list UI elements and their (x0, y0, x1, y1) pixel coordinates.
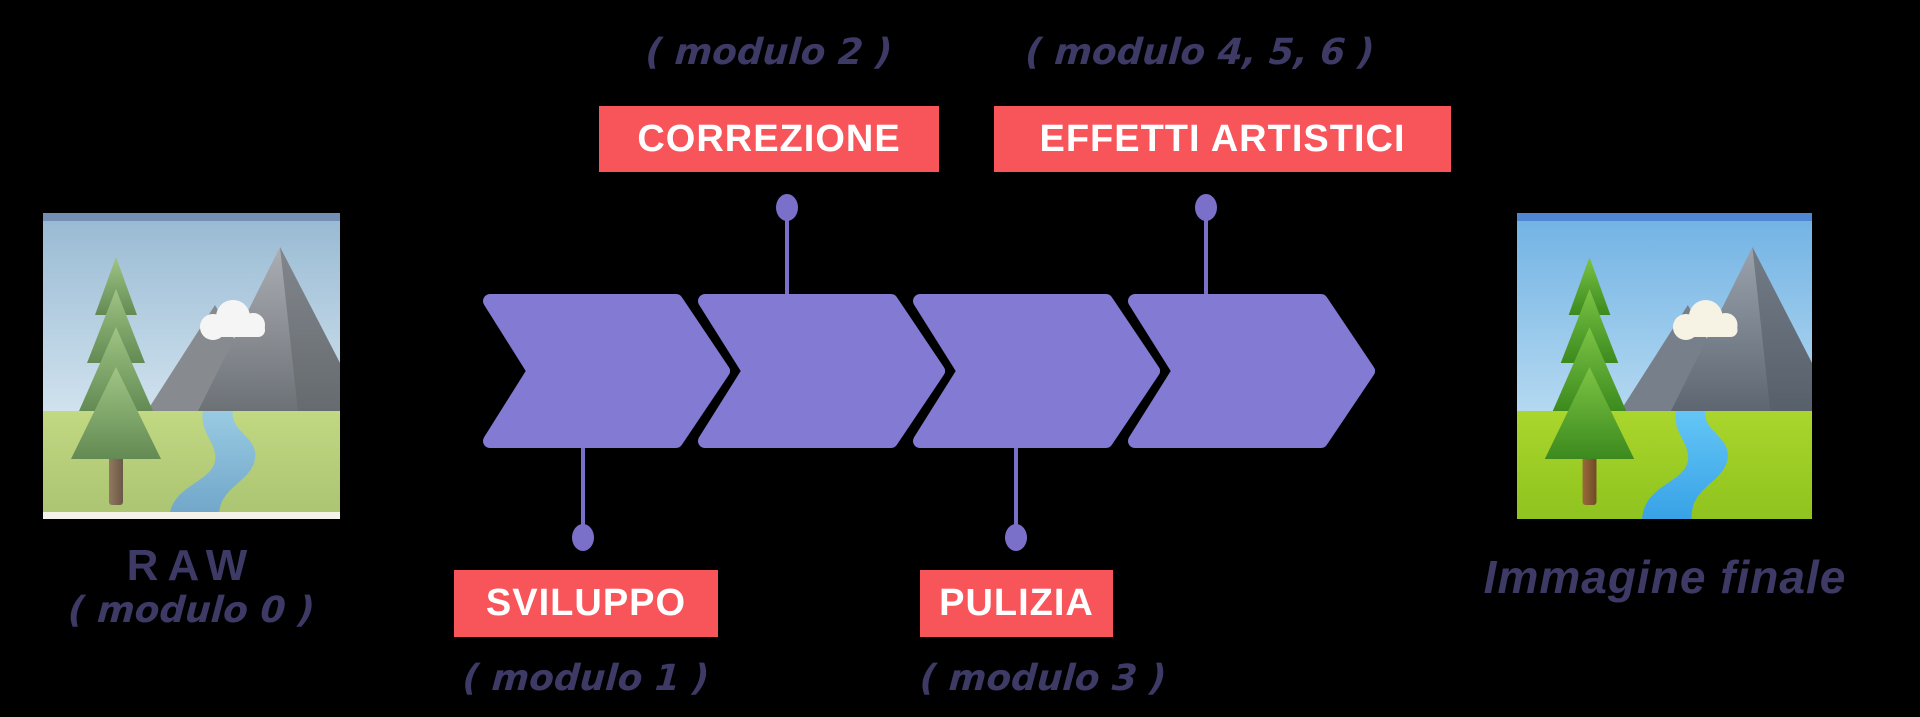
connector-dot-correzione (776, 194, 798, 221)
connector-dot-sviluppo (572, 524, 594, 551)
raw-title: RAW (126, 541, 257, 590)
step-label-effetti-artistici: EFFETTI ARTISTICI (994, 106, 1451, 172)
note-modulo-3: ( modulo 3 ) (918, 658, 1168, 699)
connector-dot-effetti (1195, 194, 1217, 221)
note-modulo-1: ( modulo 1 ) (461, 658, 711, 699)
connector-line-effetti (1204, 214, 1208, 294)
chevron-arrow-1 (483, 294, 730, 448)
raw-landscape-image (43, 213, 340, 519)
note-modulo-4-5-6: ( modulo 4, 5, 6 ) (1024, 32, 1376, 73)
step-label-pulizia: PULIZIA (920, 570, 1113, 637)
connector-dot-pulizia (1005, 524, 1027, 551)
connector-line-pulizia (1014, 448, 1018, 526)
landscape-photo-icon (43, 213, 340, 519)
final-image-title: Immagine finale (1483, 551, 1847, 603)
note-modulo-2: ( modulo 2 ) (644, 32, 894, 73)
note-modulo-0: ( modulo 0 ) (66, 590, 317, 631)
chevron-arrow-3 (913, 294, 1160, 448)
chevron-arrow-4 (1128, 294, 1375, 448)
final-landscape-image (1517, 213, 1812, 519)
landscape-photo-icon (1517, 213, 1812, 519)
connector-line-sviluppo (581, 448, 585, 526)
step-label-sviluppo: SVILUPPO (454, 570, 718, 637)
step-label-correzione: CORREZIONE (599, 106, 939, 172)
connector-line-correzione (785, 214, 789, 294)
chevron-arrow-2 (698, 294, 945, 448)
